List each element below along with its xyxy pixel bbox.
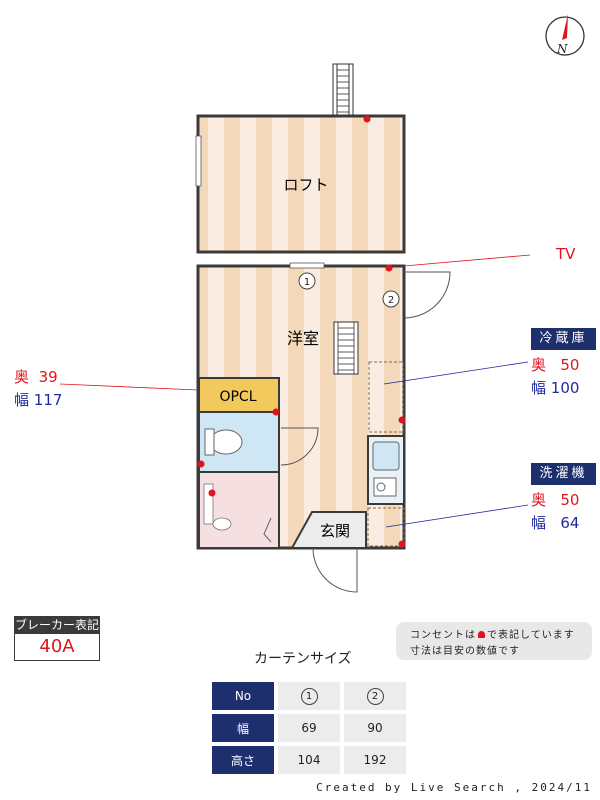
table-row: 幅 69 90 <box>212 714 406 742</box>
svg-text:2: 2 <box>388 295 394 306</box>
loft-label: ロフト <box>283 176 328 194</box>
curtain-header: No <box>212 682 274 710</box>
curtain-col-2: 2 <box>344 682 406 710</box>
loft-room <box>195 114 406 254</box>
outlet-icon <box>385 264 393 272</box>
fridge-width-label: 幅 <box>531 379 547 397</box>
note-line1-before: コンセントは <box>410 630 476 641</box>
table-row: 高さ 104 192 <box>212 746 406 774</box>
western-room-label: 洋室 <box>287 329 319 348</box>
closet-leader <box>59 383 199 391</box>
washer-info: 洗濯機 奥 50 幅 64 <box>531 463 596 533</box>
note-line1-after: で表記しています <box>487 630 575 641</box>
curtain-cell: 192 <box>344 746 406 774</box>
washer-leader <box>385 504 529 528</box>
curtain-cell: 69 <box>278 714 340 742</box>
outlet-icon <box>363 115 371 123</box>
curtain-col-1: 1 <box>278 682 340 710</box>
note-box: コンセントはで表記しています 寸法は目安の数値です <box>396 622 592 660</box>
compass-icon: N <box>545 14 585 56</box>
outlet-icon <box>478 631 485 638</box>
breaker-value: 40A <box>14 634 100 661</box>
loft-ladder <box>332 63 354 117</box>
fridge-width-value: 100 <box>550 379 580 397</box>
fridge-leader <box>383 361 529 385</box>
closet-width-value: 117 <box>33 391 63 409</box>
table-row: No 1 2 <box>212 682 406 710</box>
breaker-title: ブレーカー表記 <box>14 616 100 634</box>
tv-label: TV <box>556 245 576 263</box>
credit-text: Created by Live Search , 2024/11 <box>316 781 592 794</box>
entrance-label: 玄関 <box>320 522 350 540</box>
outlet-icon <box>208 489 216 497</box>
closet-depth-value: 39 <box>38 368 58 386</box>
curtain-marker-2: 2 <box>382 290 400 308</box>
outlet-icon <box>197 460 205 468</box>
fridge-depth-label: 奥 <box>531 356 547 374</box>
note-line2: 寸法は目安の数値です <box>410 646 520 657</box>
outlet-icon <box>398 540 406 548</box>
curtain-cell: 104 <box>278 746 340 774</box>
washer-width-value: 64 <box>560 514 580 532</box>
curtain-table: No 1 2 幅 69 90 高さ 104 192 <box>208 678 410 778</box>
outlet-icon <box>398 416 406 424</box>
fridge-tag: 冷蔵庫 <box>531 328 596 350</box>
washer-depth-label: 奥 <box>531 491 547 509</box>
tv-leader <box>403 254 531 267</box>
svg-text:1: 1 <box>304 277 310 288</box>
curtain-row-label: 幅 <box>212 714 274 742</box>
closet-width-label: 幅 <box>14 391 30 409</box>
curtain-row-label: 高さ <box>212 746 274 774</box>
closet-depth-label: 奥 <box>14 368 30 386</box>
fridge-depth-value: 50 <box>560 356 580 374</box>
curtain-marker-1: 1 <box>298 272 316 290</box>
washer-width-label: 幅 <box>531 514 547 532</box>
closet-dims: 奥 39 幅 117 <box>14 366 62 410</box>
fridge-info: 冷蔵庫 奥 50 幅 100 <box>531 328 596 398</box>
curtain-title: カーテンサイズ <box>254 651 352 667</box>
closet-label: OPCL <box>219 389 256 405</box>
washer-depth-value: 50 <box>560 491 580 509</box>
main-unit <box>196 262 451 593</box>
breaker-panel: ブレーカー表記 40A <box>14 616 100 661</box>
washer-tag: 洗濯機 <box>531 463 596 485</box>
outlet-icon <box>272 408 280 416</box>
curtain-cell: 90 <box>344 714 406 742</box>
compass-north-label: N <box>556 42 568 56</box>
